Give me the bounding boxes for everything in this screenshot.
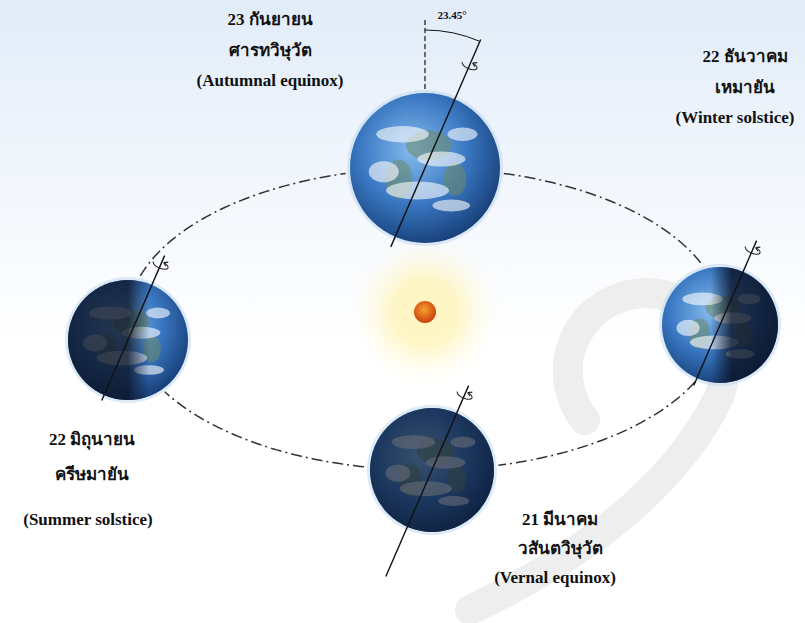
rotation-axis: [102, 256, 165, 401]
thai-season-name: วสันตวิษุวัต: [518, 539, 603, 559]
earth-globe: 22 มิถุนายนครีษมายัน(Summer solstice): [68, 280, 188, 400]
tilt-angle-arc: [425, 30, 480, 41]
sun: [414, 301, 436, 323]
date-label: 22 มิถุนายน: [49, 430, 135, 450]
earth-globe: 23 กันยายนศารทวิษุวัต(Autumnal equinox): [350, 93, 500, 243]
rotation-arrow: [461, 57, 479, 72]
earth-illustration: [370, 408, 494, 532]
vertical-reference: [424, 18, 425, 89]
orbit-path: [504, 173, 703, 265]
rotation-arrow: [456, 387, 474, 402]
sun-glow: [351, 238, 499, 386]
earth-illustration: [350, 93, 500, 243]
earth-illustration: [68, 280, 188, 400]
english-season-name: (Winter solstice): [676, 108, 795, 128]
orbit-path: [165, 392, 364, 467]
earth-globe: 22 ธันวาคมเหมายัน(Winter solstice): [662, 267, 778, 383]
earth-globe: 21 มีนาคมวสันตวิษุวัต(Vernal equinox): [370, 408, 494, 532]
rotation-axis: [391, 40, 481, 247]
thai-season-name: ครีษมายัน: [55, 465, 129, 485]
english-season-name: (Autumnal equinox): [197, 71, 344, 91]
angle-label: 23.45°: [437, 9, 466, 22]
thai-season-name: เหมายัน: [715, 78, 775, 98]
date-label: 22 ธันวาคม: [702, 47, 787, 67]
rotation-axis: [694, 241, 757, 386]
orbit-path: [498, 382, 695, 465]
earth-illustration: [662, 267, 778, 383]
rotation-arrow: [152, 257, 170, 272]
date-label: 21 มีนาคม: [522, 510, 598, 530]
orbit-path: [140, 173, 345, 275]
rotation-axis: [386, 386, 469, 577]
english-season-name: (Summer solstice): [23, 510, 153, 530]
english-season-name: (Vernal equinox): [494, 568, 616, 588]
rotation-arrow: [744, 242, 762, 257]
date-label: 23 กันยายน: [227, 10, 312, 30]
thai-season-name: ศารทวิษุวัต: [229, 41, 312, 61]
